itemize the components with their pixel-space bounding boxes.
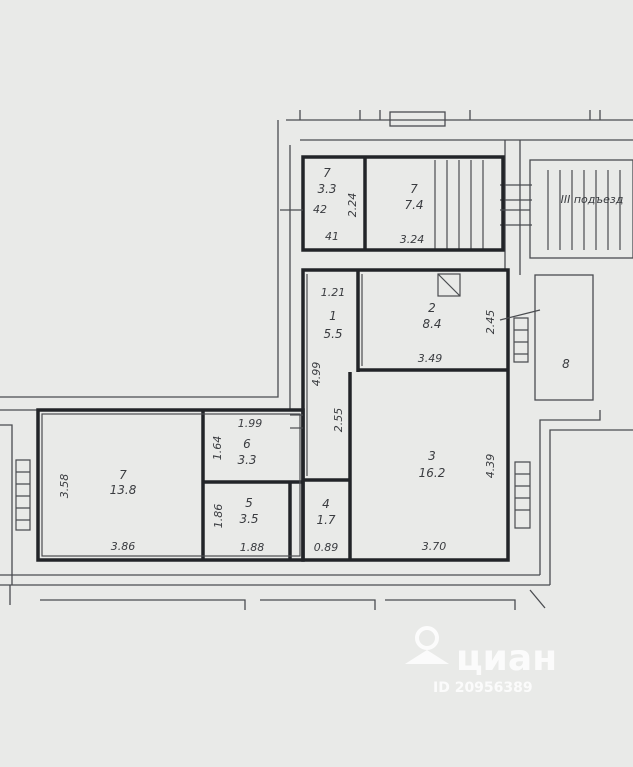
- room-area: 1.7: [316, 513, 335, 527]
- room-number: 7: [119, 468, 127, 482]
- room-number: 4: [322, 497, 330, 511]
- dim-label: 42: [313, 203, 327, 216]
- dim-label: 41: [325, 230, 339, 243]
- room-number: 3: [428, 449, 436, 463]
- room-area: 16.2: [419, 466, 446, 480]
- room-number: 7: [410, 182, 418, 196]
- room-area: 5.5: [323, 327, 342, 341]
- thin-partitions: [41, 209, 541, 557]
- room-number: 5: [245, 496, 253, 510]
- dim-label: 3.58: [58, 474, 71, 499]
- room-area: 3.3: [317, 182, 336, 196]
- room-number: 1: [329, 309, 337, 323]
- room-number: 8: [562, 357, 570, 371]
- dim-label: 3.49: [418, 352, 443, 365]
- dim-label: 3.86: [111, 540, 136, 553]
- dim-label: 1.88: [240, 541, 265, 554]
- dim-label: 1.21: [321, 286, 346, 299]
- dim-label: 1.86: [212, 504, 225, 529]
- dim-label: 3.70: [422, 540, 447, 553]
- main-walls: [36, 155, 510, 562]
- watermark-id: ID 20956389: [433, 680, 533, 696]
- dimension-labels: 42 41 2.24 3.24 1.21 2.45 3.49 4.99 2.55…: [58, 193, 497, 554]
- dim-label: 1.64: [211, 436, 224, 461]
- dim-label: 2.45: [484, 310, 497, 335]
- room-area: 7.4: [404, 198, 423, 212]
- watermark-brand: циан: [456, 638, 557, 679]
- dim-label: 2.55: [332, 408, 345, 433]
- watermark: циан ID 20956389: [405, 626, 557, 696]
- room-number: 2: [428, 301, 436, 315]
- room-area: 3.3: [237, 453, 256, 467]
- dim-label: 2.24: [346, 193, 359, 218]
- dim-label: 0.89: [314, 541, 339, 554]
- dim-label: 1.99: [238, 417, 263, 430]
- stair-label: III подъезд: [561, 193, 624, 206]
- stair-hatching: [15, 160, 621, 531]
- room-number: 7: [323, 166, 331, 180]
- location-pin-icon: [405, 626, 449, 664]
- room-labels: 7 3.3 7 7.4 1 5.5 2 8.4 3 16.2 4 1.7 5 3…: [110, 166, 571, 527]
- room-area: 13.8: [110, 483, 137, 497]
- room-area: 3.5: [239, 512, 258, 526]
- dim-label: 4.39: [484, 454, 497, 479]
- room-area: 8.4: [422, 317, 441, 331]
- room-number: 6: [243, 437, 251, 451]
- dim-label: 3.24: [400, 233, 425, 246]
- dim-label: 4.99: [310, 362, 323, 387]
